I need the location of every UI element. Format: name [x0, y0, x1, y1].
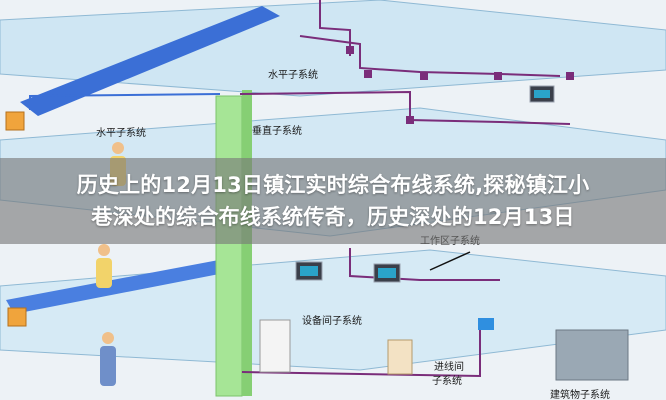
person-body [96, 258, 112, 288]
label-equipment-room: 设备间子系统 [302, 312, 362, 327]
label-horizontal-left: 水平子系统 [96, 124, 146, 139]
label-entrance-2: 子系统 [432, 372, 462, 387]
entrance-device [478, 318, 494, 330]
outlet [420, 72, 428, 80]
person-body [100, 346, 116, 386]
label-entrance-1: 进线间 [434, 358, 464, 373]
building-block [556, 330, 628, 380]
label-horizontal-top: 水平子系统 [268, 66, 318, 81]
outlet [364, 70, 372, 78]
outlet [406, 116, 414, 124]
monitor-screen [300, 266, 318, 276]
outlet [566, 72, 574, 80]
outlet [346, 46, 354, 54]
server-cabinet [260, 320, 290, 372]
monitor-screen [534, 90, 550, 98]
outlet [494, 72, 502, 80]
patch-panel [388, 340, 412, 374]
label-vertical: 垂直子系统 [252, 122, 302, 137]
person-head [112, 142, 124, 154]
person-head [98, 244, 110, 256]
banner-title-line-1: 历史上的12月13日镇江实时综合布线系统,探秘镇江小 [77, 169, 590, 201]
riser-front [216, 96, 242, 396]
monitor-screen [378, 268, 396, 278]
wall-unit [8, 308, 26, 326]
person-head [102, 332, 114, 344]
title-banner: 历史上的12月13日镇江实时综合布线系统,探秘镇江小 巷深处的综合布线系统传奇，… [0, 158, 666, 244]
label-building: 建筑物子系统 [550, 386, 610, 400]
wall-unit [6, 112, 24, 130]
banner-title-line-2: 巷深处的综合布线系统传奇，历史深处的12月13日 [91, 201, 574, 233]
